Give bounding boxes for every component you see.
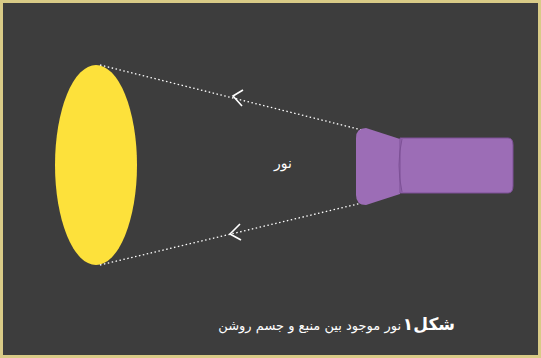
diagram-area: نور شکل۱نور موجود بین منبع و جسم روشن bbox=[3, 3, 538, 355]
lit-object bbox=[55, 65, 137, 265]
flashlight-body bbox=[400, 138, 513, 193]
light-label: نور bbox=[274, 155, 292, 171]
ray-arrowhead bbox=[233, 90, 243, 106]
flashlight-joint bbox=[399, 139, 402, 192]
illustration bbox=[3, 3, 538, 355]
flashlight-head bbox=[356, 128, 400, 205]
ray-arrowhead bbox=[230, 224, 241, 240]
figure-caption: نور موجود بین منبع و جسم روشن bbox=[218, 318, 401, 333]
light-ray bbox=[100, 203, 362, 265]
light-ray bbox=[100, 65, 362, 130]
figure-number: شکل۱ bbox=[403, 314, 455, 334]
